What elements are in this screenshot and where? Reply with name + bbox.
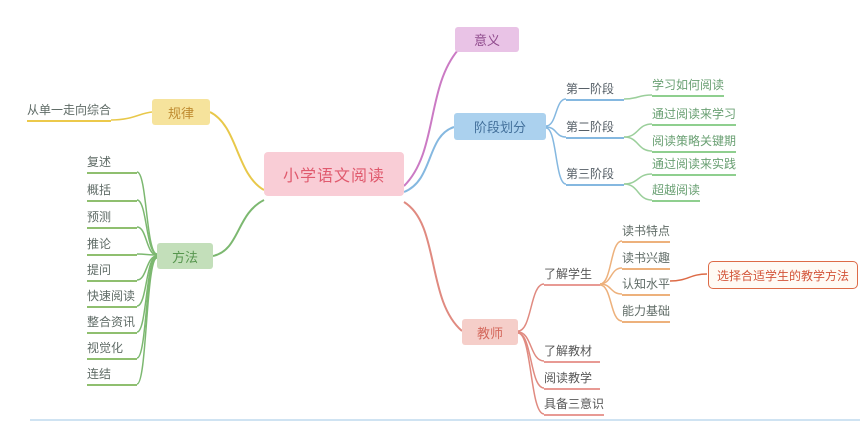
leaf-method-7[interactable]: 视觉化 (87, 341, 137, 360)
leaf-stage-2[interactable]: 第二阶段 (566, 120, 624, 139)
callout-line (669, 273, 708, 282)
leaf-method-6[interactable]: 整合资讯 (87, 315, 137, 334)
leaf-method-2[interactable]: 预测 (87, 210, 137, 229)
leaf-stage-1[interactable]: 第一阶段 (566, 82, 624, 101)
leaf-students-2[interactable]: 认知水平 (622, 277, 671, 296)
callout-teaching-method[interactable]: 选择合适学生的教学方法 (708, 261, 858, 289)
topic-stages[interactable]: 阶段划分 (454, 113, 546, 140)
leaf-stage-1-child-0[interactable]: 学习如何阅读 (652, 78, 725, 97)
leaf-method-4[interactable]: 提问 (87, 263, 137, 282)
student-children-lines (599, 240, 623, 322)
leaf-stage-3[interactable]: 第三阶段 (566, 167, 624, 186)
line-to-methods (212, 199, 265, 257)
topic-meaning[interactable]: 意义 (455, 27, 519, 52)
line-to-rules (209, 111, 265, 191)
leaf-students-3[interactable]: 能力基础 (622, 304, 671, 323)
leaf-students-1[interactable]: 读书兴趣 (622, 251, 671, 270)
leaf-rules-0[interactable]: 从单一走向综合 (27, 103, 112, 122)
leaf-method-0[interactable]: 复述 (87, 155, 137, 174)
leaf-teacher-students[interactable]: 了解学生 (544, 267, 600, 286)
topic-methods[interactable]: 方法 (157, 243, 213, 269)
leaf-teacher-teaching[interactable]: 阅读教学 (544, 371, 600, 390)
leaf-stage-3-child-1[interactable]: 超越阅读 (652, 183, 701, 202)
stages-branch-lines (545, 98, 567, 185)
leaf-teacher-awareness[interactable]: 具备三意识 (544, 397, 605, 416)
teacher-branch-lines (517, 283, 545, 415)
topic-rules[interactable]: 规律 (152, 99, 210, 125)
rules-branch-lines (110, 111, 153, 121)
leaf-teacher-materials[interactable]: 了解教材 (544, 344, 600, 363)
main-branch-lines (209, 49, 463, 332)
leaf-method-1[interactable]: 概括 (87, 183, 137, 202)
topic-teacher[interactable]: 教师 (462, 319, 518, 345)
leaf-method-3[interactable]: 推论 (87, 237, 137, 256)
methods-branch-lines (136, 171, 158, 385)
leaf-stage-2-child-1[interactable]: 阅读策略关键期 (652, 134, 737, 153)
stage-children-lines (623, 94, 653, 201)
line-to-teacher (403, 201, 463, 332)
line-to-meaning (403, 49, 459, 187)
leaf-stage-3-child-0[interactable]: 通过阅读来实践 (652, 157, 737, 176)
line-to-stages (403, 126, 455, 193)
central-topic[interactable]: 小学语文阅读 (264, 152, 404, 196)
leaf-stage-2-child-0[interactable]: 通过阅读来学习 (652, 107, 737, 126)
leaf-students-0[interactable]: 读书特点 (622, 224, 671, 243)
leaf-method-8[interactable]: 连结 (87, 367, 137, 386)
leaf-method-5[interactable]: 快速阅读 (87, 289, 137, 308)
canvas-bottom-border (30, 419, 860, 421)
